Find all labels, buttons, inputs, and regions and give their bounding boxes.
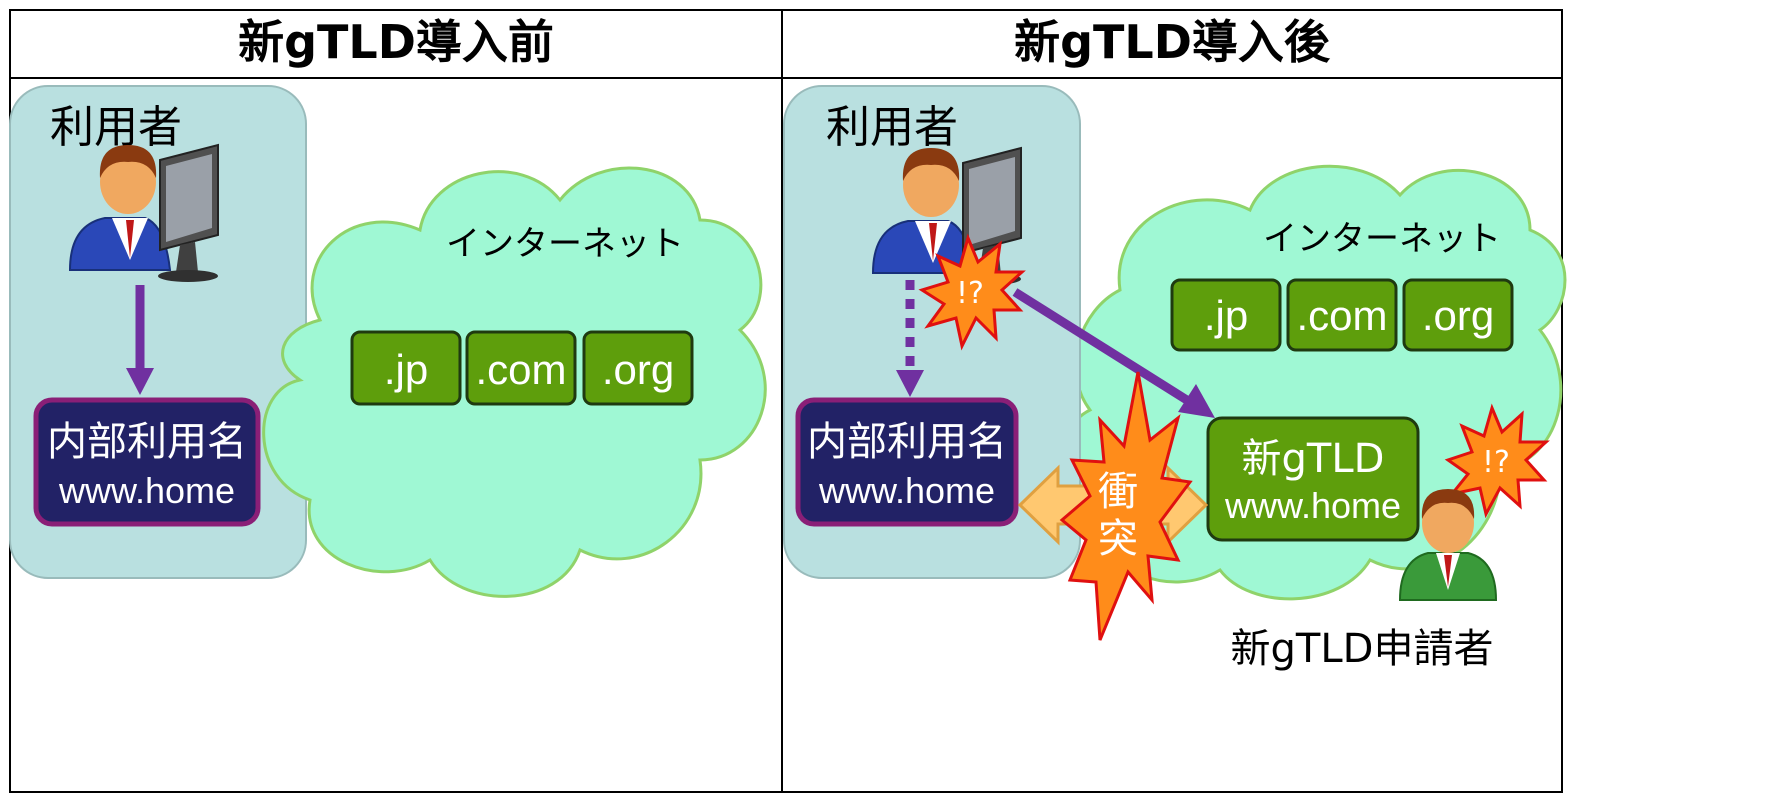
svg-text:.org: .org bbox=[602, 346, 674, 393]
collision-label-1: 衝 bbox=[1098, 469, 1138, 515]
internal-name-label-before: 内部利用名 bbox=[47, 419, 247, 465]
panel-after: 新gTLD導入後 利用者 内部利用名 www.home インターネット .jp … bbox=[781, 9, 1567, 793]
internal-name-box-after: 内部利用名 www.home bbox=[795, 397, 1019, 527]
applicant-alert-burst-icon bbox=[1444, 403, 1550, 519]
svg-text:.jp: .jp bbox=[384, 346, 428, 393]
tld-com-before: .com bbox=[465, 330, 577, 406]
panel-after-title: 新gTLD導入後 bbox=[1014, 15, 1331, 69]
collision-burst-icon bbox=[1059, 371, 1193, 641]
internal-name-box-before: 内部利用名 www.home bbox=[33, 397, 261, 527]
tld-com-after: .com bbox=[1286, 278, 1398, 352]
collision-label-2: 突 bbox=[1098, 516, 1138, 562]
internal-host-label-after: www.home bbox=[818, 470, 995, 511]
user-alert-burst-icon bbox=[918, 233, 1026, 351]
internet-label-after: インターネット bbox=[1263, 219, 1501, 259]
applicant-alert-label: !? bbox=[1482, 445, 1510, 480]
tld-jp-after: .jp bbox=[1170, 278, 1282, 352]
svg-text:.org: .org bbox=[1422, 292, 1494, 339]
internal-name-label-after: 内部利用名 bbox=[807, 419, 1007, 465]
internal-host-label-before: www.home bbox=[58, 470, 235, 511]
svg-text:.com: .com bbox=[475, 346, 566, 393]
tld-org-after: .org bbox=[1402, 278, 1514, 352]
user-alert-label: !? bbox=[956, 276, 984, 311]
new-gtld-box: 新gTLD www.home bbox=[1206, 416, 1420, 542]
applicant-label: 新gTLD申請者 bbox=[1231, 626, 1494, 672]
user-label-after: 利用者 bbox=[826, 102, 958, 153]
svg-text:.jp: .jp bbox=[1204, 292, 1248, 339]
panel-before: 新gTLD導入前 利用者 内部利用名 www.home インターネット .jp … bbox=[9, 9, 783, 793]
tld-org-before: .org bbox=[582, 330, 694, 406]
new-gtld-host: www.home bbox=[1224, 485, 1401, 526]
user-label-before: 利用者 bbox=[50, 102, 182, 153]
query-arrow-gtld-after bbox=[1012, 288, 1193, 406]
internet-label-before: インターネット bbox=[446, 224, 684, 264]
svg-text:.com: .com bbox=[1296, 292, 1387, 339]
tld-jp-before: .jp bbox=[350, 330, 462, 406]
panel-before-title: 新gTLD導入前 bbox=[238, 15, 554, 69]
new-gtld-label: 新gTLD bbox=[1242, 436, 1385, 482]
